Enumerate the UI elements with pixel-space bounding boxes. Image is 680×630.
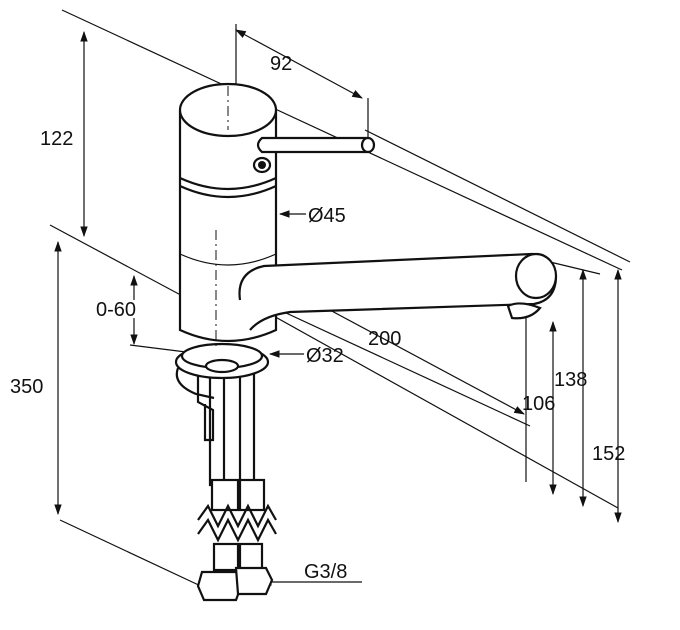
dim-hose-length: 350: [10, 376, 43, 398]
dim-overall-height: 152: [592, 443, 625, 465]
dimension-arrows: [54, 29, 622, 586]
dimension-labels: 92 122 Ø45 0-60 200 Ø32 350 106 138 152 …: [10, 53, 625, 583]
base-ring: [174, 342, 270, 400]
connection-nut-left: [196, 570, 244, 602]
dim-spout-top-height: 138: [554, 369, 587, 391]
dim-spout-clearance: 106: [522, 393, 555, 415]
spout: [238, 252, 558, 331]
dim-total-height-top: 122: [40, 128, 73, 150]
dim-spout-length: 200: [368, 328, 401, 350]
dim-swivel-range: 0-60: [96, 299, 136, 321]
supply-hoses: [196, 358, 277, 602]
lever-handle: [252, 136, 376, 174]
dim-connection-thread: G3/8: [304, 561, 347, 583]
aerator: [506, 302, 542, 320]
dim-body-diameter: Ø45: [308, 205, 346, 227]
dim-lever-reach: 92: [270, 53, 292, 75]
connection-nut-right: [234, 566, 274, 596]
dim-base-diameter: Ø32: [306, 345, 344, 367]
